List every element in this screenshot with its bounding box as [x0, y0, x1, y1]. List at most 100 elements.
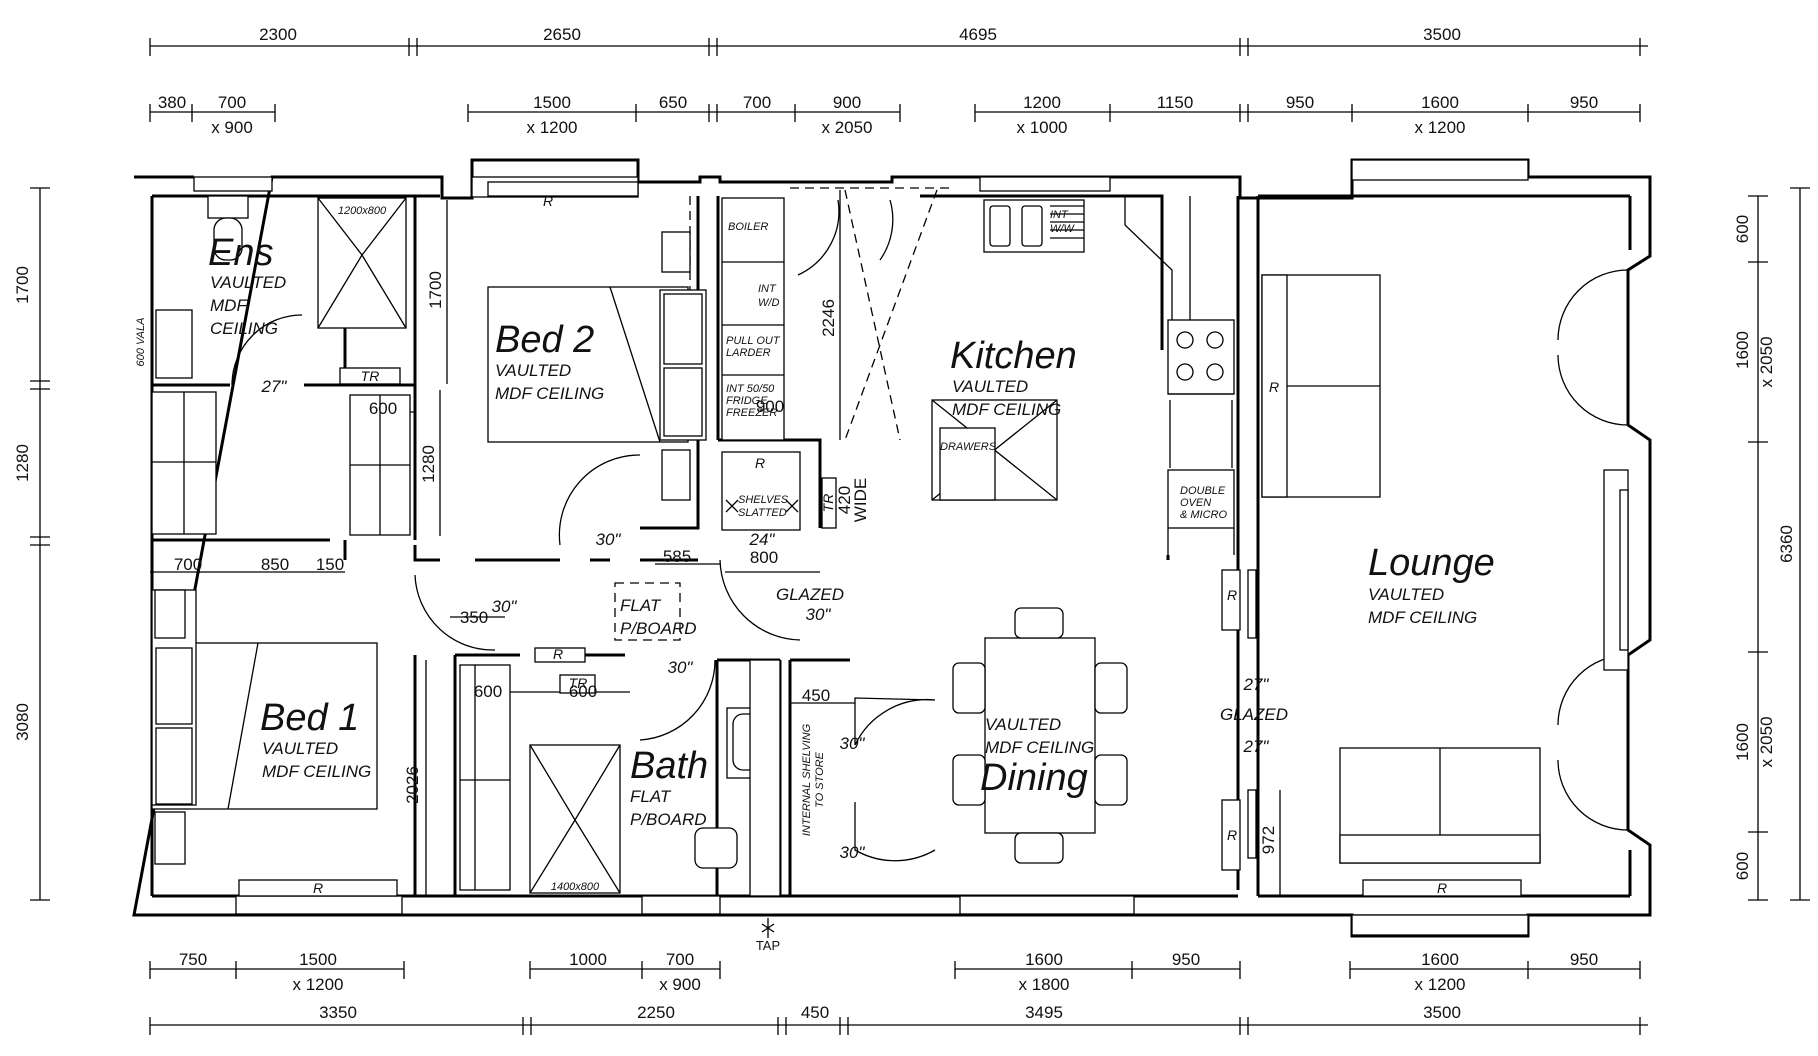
dim-bottom-3: 450: [801, 1003, 829, 1022]
dim-bottom-5: 3500: [1423, 1003, 1461, 1022]
door-bed2-30: 30": [596, 530, 622, 549]
room-lounge-line2: MDF CEILING: [1368, 608, 1477, 627]
dim-850: 850: [261, 555, 289, 574]
dim-585: 585: [663, 547, 691, 566]
fixture-labels: 1200x800 1400x800 TR TR TR R R R R R R R…: [135, 193, 1447, 953]
radiator-bed1: R: [313, 880, 323, 896]
dim-left-1: 1700: [13, 266, 32, 304]
dim-open-1150: 1150: [1157, 93, 1194, 112]
dim-bot-1600-h: x 1800: [1018, 975, 1069, 994]
radiator-lounge-1: R: [1227, 587, 1237, 603]
store-2: TO STORE: [814, 751, 826, 807]
radiator-shelves: R: [755, 455, 765, 471]
towel-rail-ens: TR: [361, 368, 380, 384]
dim-right-2050a: x 2050: [1757, 336, 1776, 387]
dim-top-1: 2300: [259, 25, 297, 44]
dim-open-1500-h: x 1200: [526, 118, 577, 137]
dim-800: 800: [750, 548, 778, 567]
dim-open-1600: 1600: [1421, 93, 1459, 112]
room-bed2-line1: VAULTED: [495, 361, 571, 380]
radiator-lounge-2: R: [1227, 827, 1237, 843]
dimension-labels: 2300 2650 4695 3500 380 700 x 900 1500 x…: [13, 25, 1796, 1022]
towel-rail-shelves: TR: [820, 494, 836, 513]
room-bath-name: Bath: [630, 745, 708, 787]
room-ens-line3: CEILING: [210, 319, 278, 338]
dim-bot-1500: 1500: [299, 950, 337, 969]
store-1: INTERNAL SHELVING: [801, 723, 813, 836]
radiator-bed2: R: [543, 193, 553, 209]
dim-stair-600: 600: [369, 399, 397, 418]
door-hall-30: 30": [668, 658, 694, 677]
dim-open-1200: 1200: [1023, 93, 1061, 112]
dim-right-600b: 600: [1733, 852, 1752, 880]
fridge-2: FRIDGE: [726, 395, 768, 407]
dim-bottom-4: 3495: [1025, 1003, 1063, 1022]
dim-open-700: 700: [218, 93, 246, 112]
dim-900: 900: [756, 397, 784, 416]
dim-right-overall: 6360: [1777, 525, 1796, 563]
hall-line1: FLAT: [620, 596, 662, 615]
door-ens-27: 27": [261, 377, 288, 396]
dim-open-950: 950: [1286, 93, 1314, 112]
door-lounge-27b: 27": [1243, 737, 1270, 756]
dim-bot-950: 950: [1172, 950, 1200, 969]
dim-150: 150: [316, 555, 344, 574]
room-bed1-line1: VAULTED: [262, 739, 338, 758]
dim-left-3: 3080: [13, 703, 32, 741]
dim-top-3: 4695: [959, 25, 997, 44]
room-ens-line2: MDF: [210, 296, 248, 315]
dim-ens-1700: 1700: [426, 271, 445, 309]
glazed-lounge-label: GLAZED: [1220, 705, 1288, 724]
room-bed2-line2: MDF CEILING: [495, 384, 604, 403]
dim-700: 700: [174, 555, 202, 574]
dim-open-700-h: x 900: [211, 118, 253, 137]
room-bed2-name: Bed 2: [495, 319, 594, 361]
fridge-3: FREEZER: [726, 407, 777, 419]
larder-2: LARDER: [726, 347, 771, 359]
room-bath-line2: P/BOARD: [630, 810, 707, 829]
dim-top-4: 3500: [1423, 25, 1461, 44]
dim-bot-1600b-h: x 1200: [1414, 975, 1465, 994]
door-glazed-30: 30": [806, 605, 832, 624]
boiler-label: BOILER: [728, 221, 768, 233]
dim-bot-700: 700: [666, 950, 694, 969]
dim-bath-600b: 600: [569, 682, 597, 701]
room-ens-name: Ens: [208, 232, 273, 274]
room-kitchen-name: Kitchen: [950, 335, 1077, 377]
dim-450: 450: [802, 686, 830, 705]
dim-bot-950b: 950: [1570, 950, 1598, 969]
room-lounge-name: Lounge: [1368, 542, 1495, 584]
dim-bot-750: 750: [179, 950, 207, 969]
room-bath-line1: FLAT: [630, 787, 672, 806]
room-bed1-name: Bed 1: [260, 697, 359, 739]
larder-1: PULL OUT: [726, 335, 781, 347]
dim-top-2: 2650: [543, 25, 581, 44]
fridge-1: INT 50/50: [726, 383, 775, 395]
dim-open-1500: 1500: [533, 93, 571, 112]
oven-1: DOUBLE: [1180, 485, 1226, 497]
drawers-label: DRAWERS: [940, 441, 997, 453]
int-wd-2: W/D: [758, 297, 779, 309]
dim-bot-1600b: 1600: [1421, 950, 1459, 969]
shower-bath-label: 1400x800: [551, 881, 600, 893]
dim-left-2: 1280: [13, 444, 32, 482]
room-kitchen-line2: MDF CEILING: [952, 400, 1061, 419]
dim-right-2050b: x 2050: [1757, 716, 1776, 767]
dim-bot-1000: 1000: [569, 950, 607, 969]
shower-ens-label: 1200x800: [338, 205, 387, 217]
dim-open-900-h: x 2050: [821, 118, 872, 137]
room-dining-name: Dining: [980, 757, 1088, 799]
dim-bottom-2: 2250: [637, 1003, 675, 1022]
door-bed1-30: 30": [492, 597, 518, 616]
hall-line2: P/BOARD: [620, 619, 697, 638]
fixtures: [151, 195, 1629, 897]
dim-stair-1280: 1280: [419, 445, 438, 483]
dim-bed1-2026: 2026: [403, 766, 422, 804]
dim-open-380: 380: [158, 93, 186, 112]
door-store-30b: 30": [840, 843, 866, 862]
dim-bot-700-h: x 900: [659, 975, 701, 994]
room-dining-line1: VAULTED: [985, 715, 1061, 734]
dim-2246: 2246: [819, 299, 838, 337]
oven-3: & MICRO: [1180, 509, 1228, 521]
